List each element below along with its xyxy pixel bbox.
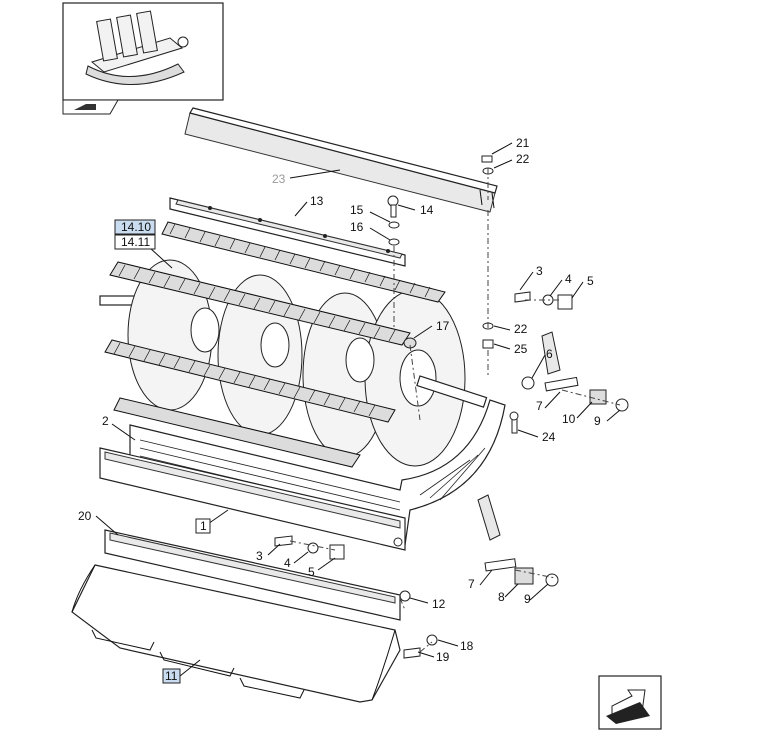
ref-14-10-box[interactable]: 14.10	[114, 219, 156, 235]
label-6: 6	[546, 347, 553, 361]
part-23-guard-plate[interactable]	[184, 107, 498, 213]
label-4b: 4	[284, 556, 291, 570]
label-12: 12	[432, 597, 446, 611]
ref-11-box[interactable]: 11	[162, 668, 181, 684]
label-18: 18	[460, 639, 474, 653]
label-5b: 5	[308, 565, 315, 579]
part-labels: 21 22 23 13 14 15 16 3 4 5 17 22 25 6 7 …	[78, 136, 601, 664]
book-arrow-icon[interactable]	[62, 99, 119, 115]
ref-1-box[interactable]: 1	[195, 518, 211, 534]
label-10: 10	[562, 412, 576, 426]
label-19: 19	[436, 650, 450, 664]
ref-14-11-label: 14.11	[121, 235, 150, 249]
part-13-bar[interactable]	[169, 197, 406, 267]
part-20-strip[interactable]	[104, 529, 401, 621]
label-16: 16	[350, 220, 364, 234]
label-3a: 3	[536, 264, 543, 278]
ref-11-label: 11	[165, 669, 178, 683]
hardware-items[interactable]	[274, 155, 629, 659]
label-7a: 7	[536, 399, 543, 413]
label-9a: 9	[594, 414, 601, 428]
label-7b: 7	[468, 577, 475, 591]
label-8: 8	[498, 590, 505, 604]
label-17: 17	[436, 319, 450, 333]
label-24: 24	[542, 430, 556, 444]
ref-14-10-label: 14.10	[121, 220, 151, 234]
part-11-cover[interactable]	[71, 564, 401, 703]
assembly-thumbnail-icon[interactable]	[62, 2, 224, 101]
label-2: 2	[102, 414, 109, 428]
leader-lines	[95, 142, 621, 677]
drum-assembly[interactable]	[99, 221, 506, 551]
label-13: 13	[310, 194, 324, 208]
ref-14-11-box[interactable]: 14.11	[114, 234, 156, 250]
ref-1-label: 1	[200, 519, 207, 533]
label-22b: 22	[514, 322, 528, 336]
label-23: 23	[272, 172, 286, 186]
label-14: 14	[420, 203, 434, 217]
label-22a: 22	[516, 152, 530, 166]
next-page-arrow-icon[interactable]	[598, 675, 662, 730]
label-9b: 9	[524, 592, 531, 606]
alignment-lines	[289, 168, 621, 653]
label-5a: 5	[587, 274, 594, 288]
label-21: 21	[516, 136, 530, 150]
label-25: 25	[514, 342, 528, 356]
label-15: 15	[350, 203, 364, 217]
label-3b: 3	[256, 549, 263, 563]
label-20: 20	[78, 509, 92, 523]
label-4a: 4	[565, 272, 572, 286]
